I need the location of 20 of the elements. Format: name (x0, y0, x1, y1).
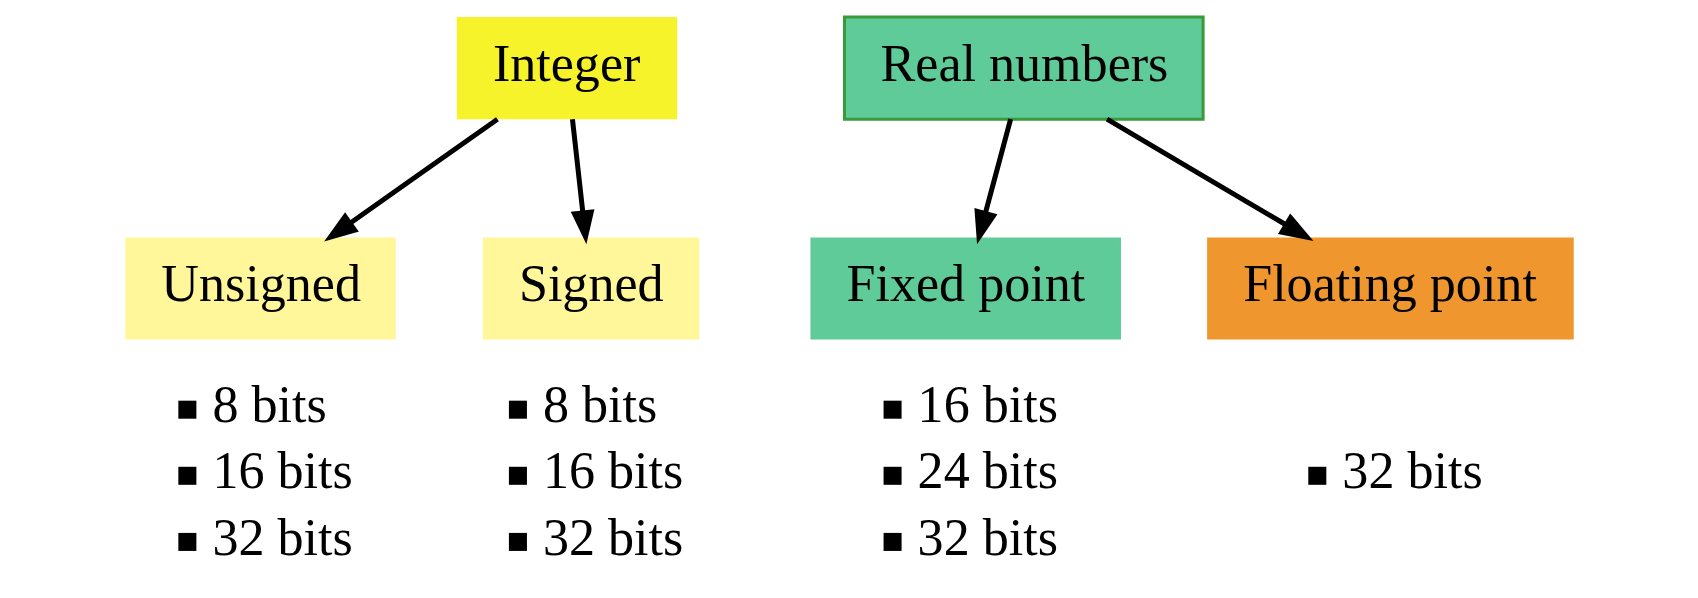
node-box: Real numbers (842, 15, 1205, 121)
node-label: 16 bits (211, 441, 353, 499)
node-label: 24 bits (917, 441, 1058, 499)
node-label: 32 bits (211, 508, 353, 566)
node-label: 32 bits (917, 508, 1058, 566)
node-box: Signed (482, 236, 699, 340)
arrow (569, 118, 594, 244)
node-label: 32 bits (542, 508, 683, 566)
node-label: 8 bits (542, 375, 657, 433)
node-label: 32 bits (1341, 441, 1483, 499)
arrow (973, 118, 1013, 244)
arrow (323, 116, 499, 242)
node-box: Unsigned (124, 236, 396, 340)
node-label: 16 bits (542, 441, 683, 499)
node-label: 16 bits (917, 375, 1058, 433)
node-label: 8 bits (211, 375, 327, 433)
node-box: Floating point (1206, 236, 1574, 340)
node-box: Fixed point (809, 236, 1121, 340)
arrow (1105, 116, 1313, 241)
node-box: Integer (456, 16, 677, 119)
